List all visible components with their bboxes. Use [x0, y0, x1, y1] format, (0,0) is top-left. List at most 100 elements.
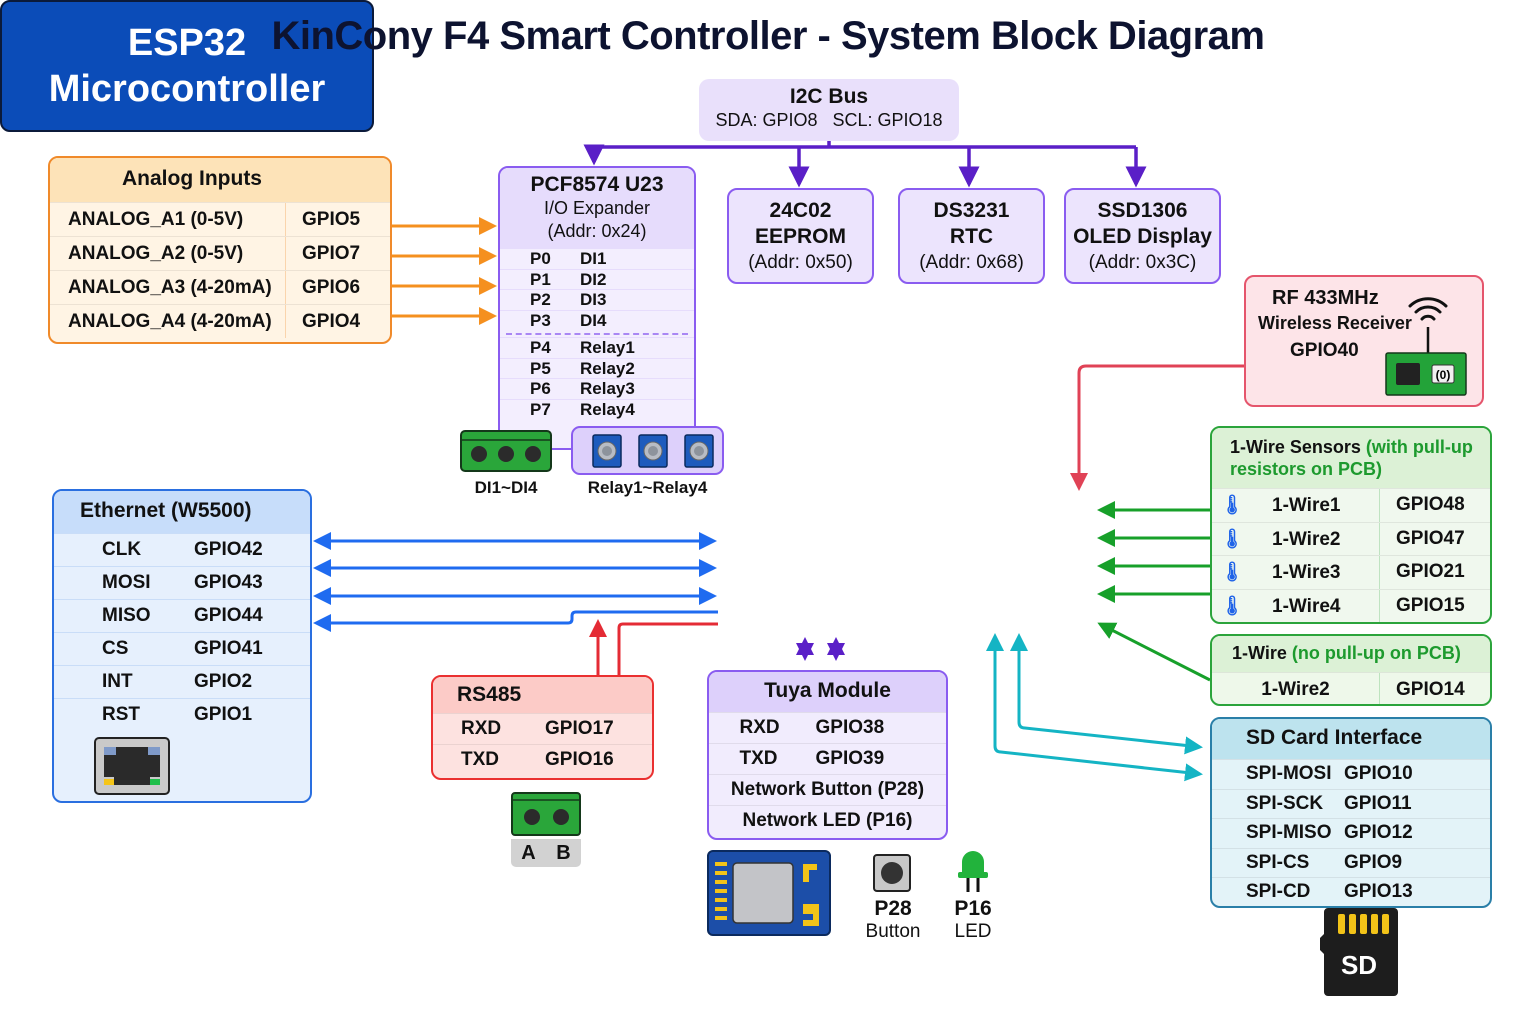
page-title: KinCony F4 Smart Controller - System Blo… [271, 14, 1265, 58]
terminal-block-icon [511, 792, 581, 836]
gpio: GPIO42 [194, 539, 263, 560]
onewire-title: 1-Wire Sensors [1230, 437, 1361, 457]
rf-module-icon: (0) [1385, 297, 1467, 396]
led-icon [958, 851, 988, 892]
onewire2-title: 1-Wire [1232, 643, 1287, 663]
tuya-row: Network LED (P16) [709, 805, 946, 836]
network-led-row: Network LED (P16) [742, 810, 913, 831]
pin: P3 [530, 310, 551, 330]
rs485-row: RXD GPIO17 [433, 713, 652, 744]
device-addr: (Addr: 0x68) [919, 252, 1024, 273]
pcf8574-subtitle: I/O Expander [543, 198, 651, 218]
analog-name: ANALOG_A4 (4-20mA) [50, 305, 286, 338]
device-type: EEPROM [754, 225, 846, 248]
device-addr: (Addr: 0x3C) [1088, 252, 1197, 273]
device-part: 24C02 [769, 199, 832, 222]
onewire-header: 1-Wire Sensors (with pull-up resistors o… [1212, 428, 1490, 488]
gpio: GPIO39 [815, 748, 885, 769]
signal: RST [102, 704, 140, 725]
device-part: SSD1306 [1097, 199, 1188, 222]
device-addr: (Addr: 0x50) [748, 252, 853, 273]
push-button-icon [873, 854, 911, 892]
i2c-bus-block: I2C Bus SDA: GPIO8 SCL: GPIO18 [699, 79, 959, 141]
analog-gpio: GPIO4 [302, 310, 361, 332]
signal: CLK [102, 539, 142, 560]
signal: MISO [102, 605, 151, 626]
signal: RXD [461, 718, 502, 739]
thermometer-icon: 🌡︎ [1219, 495, 1245, 517]
device-type: OLED Display [1073, 225, 1212, 248]
signal: INT [102, 671, 133, 692]
analog-name: ANALOG_A3 (4-20mA) [50, 271, 286, 304]
svg-text:(0): (0) [1436, 368, 1451, 382]
analog-row: ANALOG_A2 (0-5V)GPIO7 [50, 236, 390, 270]
onewire-gpio: GPIO47 [1396, 527, 1465, 549]
gpio: GPIO17 [545, 718, 614, 739]
terminal-block-icon [460, 430, 552, 472]
signal: SPI-SCK [1246, 792, 1324, 814]
signal: MOSI [102, 572, 151, 593]
gpio: GPIO9 [1344, 851, 1403, 873]
signal: SPI-MOSI [1246, 763, 1332, 785]
gpio: GPIO44 [194, 605, 263, 626]
relay-icon [638, 434, 668, 468]
tuya-chip-icon [707, 850, 831, 936]
relay-label: Relay1~Relay4 [587, 478, 708, 497]
led-caption: P16 LED [938, 897, 1008, 943]
analog-name: ANALOG_A1 (0-5V) [50, 203, 286, 236]
pin-label: Relay2 [580, 358, 635, 378]
i2c-scl: SCL: GPIO18 [832, 110, 943, 130]
signal: SPI-CD [1246, 881, 1311, 903]
sd-card-label: SD [1340, 950, 1378, 980]
rf-subtitle: Wireless Receiver [1258, 313, 1412, 333]
gpio: GPIO1 [194, 704, 253, 725]
pin: P5 [530, 358, 551, 378]
thermometer-icon: 🌡︎ [1219, 528, 1245, 550]
pcf8574-title: PCF8574 U23 [530, 173, 664, 196]
analog-row: ANALOG_A4 (4-20mA) GPIO4 [50, 304, 390, 338]
gpio: GPIO2 [194, 671, 253, 692]
esp32-title: ESP32 [127, 22, 247, 64]
pin-label: DI4 [580, 310, 607, 330]
onewire-name: 1-Wire4 [1252, 589, 1380, 622]
eeprom-block: 24C02 EEPROM (Addr: 0x50) [727, 188, 874, 284]
relay-icon [684, 434, 714, 468]
tuya-title: Tuya Module [709, 672, 946, 712]
relay-icons [592, 434, 714, 468]
i2c-bus-title: I2C Bus [789, 85, 869, 108]
analog-inputs-block: Analog Inputs ANALOG_A1 (0-5V)GPIO5 ANAL… [48, 156, 392, 344]
pin: P4 [530, 338, 551, 357]
onewire-gpio: GPIO15 [1396, 594, 1465, 616]
ethernet-row: CLK GPIO42 [54, 533, 310, 566]
rs485-terminal: A B [511, 792, 581, 867]
gpio: GPIO41 [194, 638, 263, 659]
pcf8574-block: PCF8574 U23 I/O Expander (Addr: 0x24) P0… [498, 166, 696, 450]
analog-gpio: GPIO6 [302, 276, 361, 298]
onewire-name: 1-Wire2 [1212, 673, 1380, 704]
terminal-a-label: A [521, 842, 536, 864]
analog-gpio: GPIO5 [302, 208, 361, 230]
pin: P2 [530, 290, 551, 309]
network-button-row: Network Button (P28) [730, 779, 925, 800]
rf-receiver-block: RF 433MHz Wireless Receiver GPIO40 (0) [1244, 275, 1484, 407]
thermometer-icon: 🌡︎ [1219, 562, 1245, 584]
relay-group [571, 426, 724, 475]
gpio: GPIO16 [545, 749, 614, 770]
